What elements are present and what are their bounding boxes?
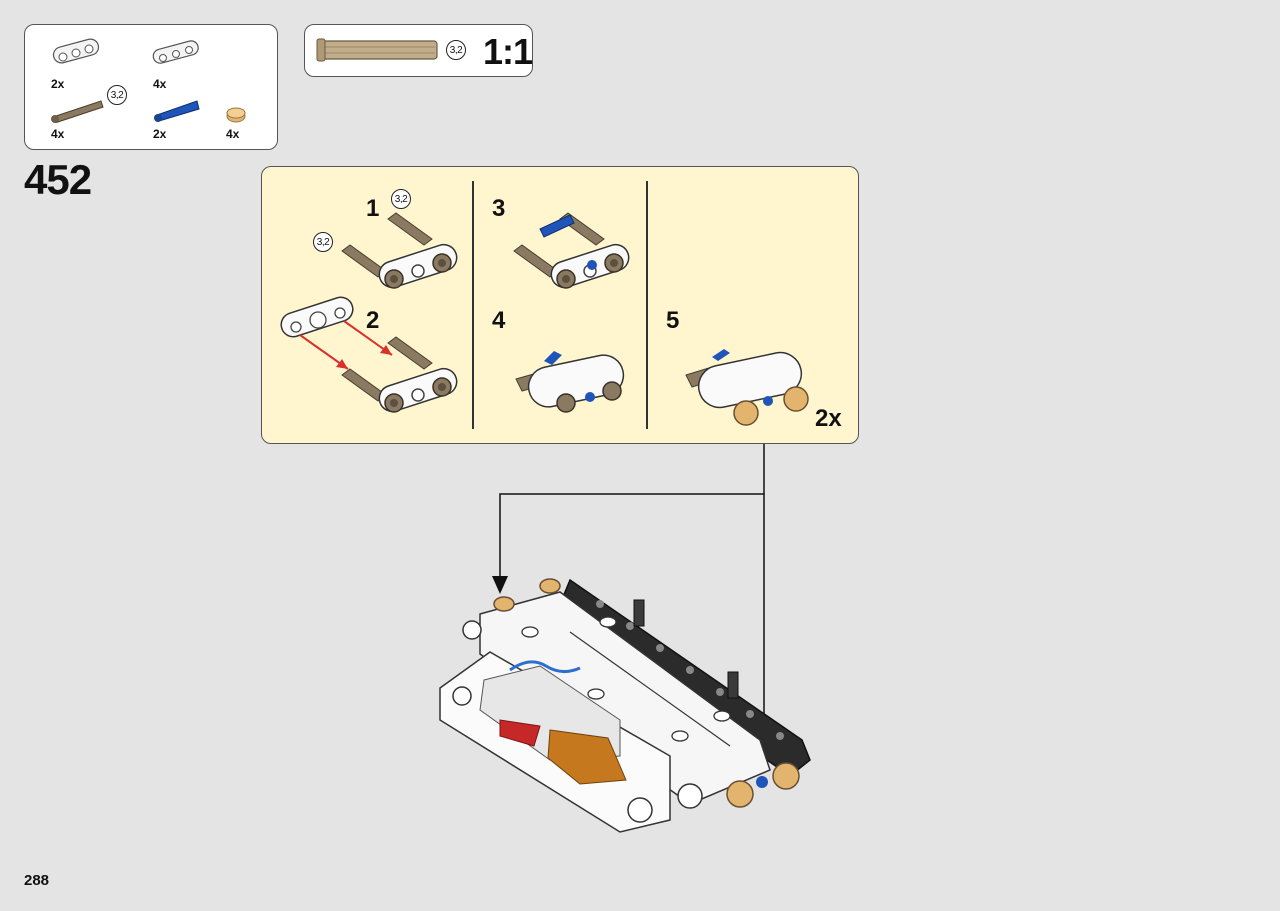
parts-list-panel: 2x 4x 3,2 4x 2x 4x: [24, 24, 278, 150]
substep-number: 3: [492, 195, 506, 222]
callout-divider: [472, 181, 474, 429]
substep-3-assembly-image: [513, 212, 633, 292]
part-qty: 2x: [153, 127, 167, 141]
substep-5-assembly-image: [685, 349, 809, 426]
length-badge: 3,2: [446, 40, 466, 60]
part-qty: 4x: [51, 127, 65, 141]
main-assembly-image: [439, 578, 811, 833]
multiplier-label: 2x: [815, 405, 842, 432]
substep-number: 1: [366, 195, 380, 222]
scale-reference-box: 3,2 1:1: [304, 24, 533, 77]
substep-callout: 1 3,2 3,2 2 3 4 5: [261, 166, 859, 444]
part-qty: 4x: [226, 127, 240, 141]
length-badge: 3,2: [107, 85, 127, 105]
part-qty: 4x: [153, 77, 167, 91]
tan-axle-pin-icon: [51, 100, 104, 123]
length-badge: 3,2: [313, 232, 333, 252]
step-number: 452: [24, 156, 92, 203]
substep-number: 2: [366, 307, 380, 334]
part-qty: 2x: [51, 77, 65, 91]
white-beam-frame-icon: [152, 40, 199, 64]
substep-2-assembly-image: [280, 296, 461, 416]
blue-pin-icon: [154, 100, 200, 122]
page-number: 288: [24, 872, 50, 889]
substep-number: 4: [492, 307, 506, 334]
scale-label: 1:1: [483, 31, 533, 72]
substep-number: 5: [666, 307, 680, 334]
callout-divider: [646, 181, 648, 429]
white-beam-3-icon: [52, 38, 100, 64]
tan-bush-icon: [226, 107, 246, 123]
tan-axle-icon: [316, 38, 438, 62]
substep-4-assembly-image: [515, 351, 625, 413]
length-badge: 3,2: [391, 189, 411, 209]
